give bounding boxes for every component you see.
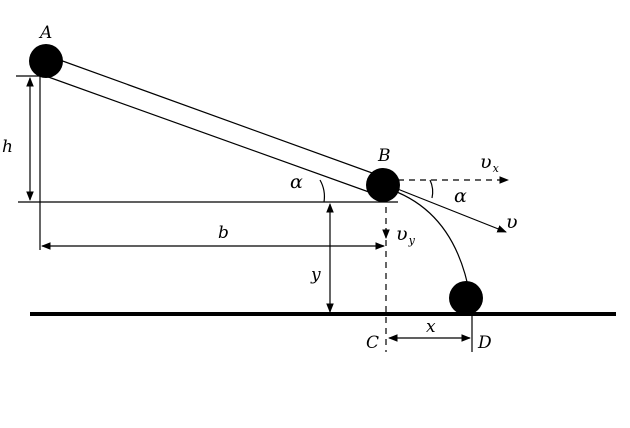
label-h: h (2, 137, 13, 157)
alpha-right-arc (429, 179, 434, 199)
ball-b (366, 168, 400, 202)
label-c: C (366, 333, 379, 353)
label-v: υ (506, 211, 518, 233)
label-vy-main: υ (396, 223, 408, 245)
label-b-distance: b (218, 223, 229, 243)
ball-a (29, 44, 63, 78)
label-vx-sub: x (493, 162, 500, 175)
label-alpha-right: α (454, 185, 467, 207)
label-b: B (377, 146, 391, 166)
label-vy: υy (396, 223, 416, 247)
label-a: A (38, 23, 52, 43)
incline-lower-edge (39, 73, 381, 197)
label-vy-sub: y (408, 234, 416, 247)
ball-d (449, 281, 483, 315)
label-d: D (477, 333, 492, 353)
label-x: x (426, 317, 436, 337)
label-vx-main: υ (480, 151, 492, 173)
label-alpha-left: α (290, 171, 303, 193)
trajectory-curve (385, 187, 471, 297)
label-vx: υx (480, 151, 500, 175)
alpha-left-arc (319, 179, 326, 203)
velocity-arrow (389, 185, 507, 233)
incline-upper-edge (45, 54, 387, 179)
label-y: y (310, 265, 321, 285)
